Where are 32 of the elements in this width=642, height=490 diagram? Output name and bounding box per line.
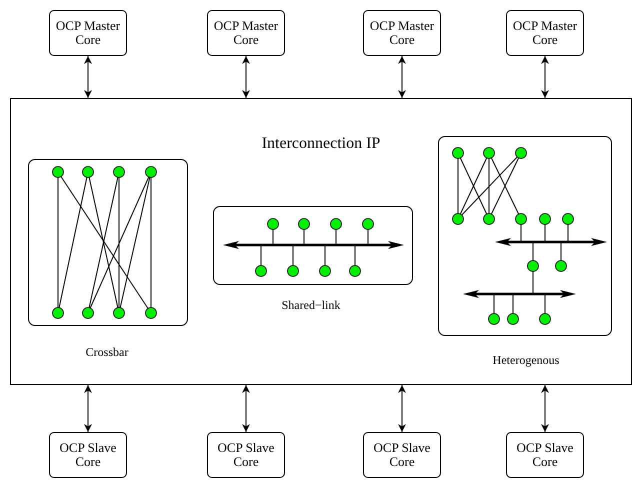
panel: [28, 159, 188, 326]
double-arrow: [242, 56, 250, 98]
panel: [438, 136, 612, 336]
double-arrow: [84, 56, 92, 98]
core-box: [207, 10, 285, 56]
interconnect-box: [10, 98, 632, 385]
double-arrow: [242, 384, 250, 432]
double-arrow: [398, 384, 406, 432]
panel-caption: Crossbar: [86, 345, 128, 360]
core-box: [207, 432, 285, 478]
core-box: [506, 10, 584, 56]
core-label: OCP Slave Core: [58, 441, 118, 469]
core-label: OCP Master Core: [212, 19, 280, 47]
box-title: Interconnection IP: [262, 135, 380, 153]
core-box: [506, 432, 584, 478]
core-box: [49, 10, 127, 56]
double-arrow: [398, 56, 406, 98]
core-box: [49, 432, 127, 478]
core-label: OCP Slave Core: [516, 441, 574, 469]
core-label: OCP Slave Core: [216, 441, 276, 469]
core-label: OCP Slave Core: [372, 441, 432, 469]
double-arrow: [541, 384, 549, 432]
core-label: OCP Master Core: [368, 19, 436, 47]
double-arrow: [84, 384, 92, 432]
core-label: OCP Master Core: [54, 19, 122, 47]
core-box: [363, 10, 441, 56]
core-label: OCP Master Core: [512, 19, 578, 47]
panel: [213, 206, 413, 285]
panel-caption: Heterogenous: [492, 353, 560, 368]
panel-caption: Shared−link: [282, 298, 340, 313]
double-arrow: [541, 56, 549, 98]
core-box: [363, 432, 441, 478]
